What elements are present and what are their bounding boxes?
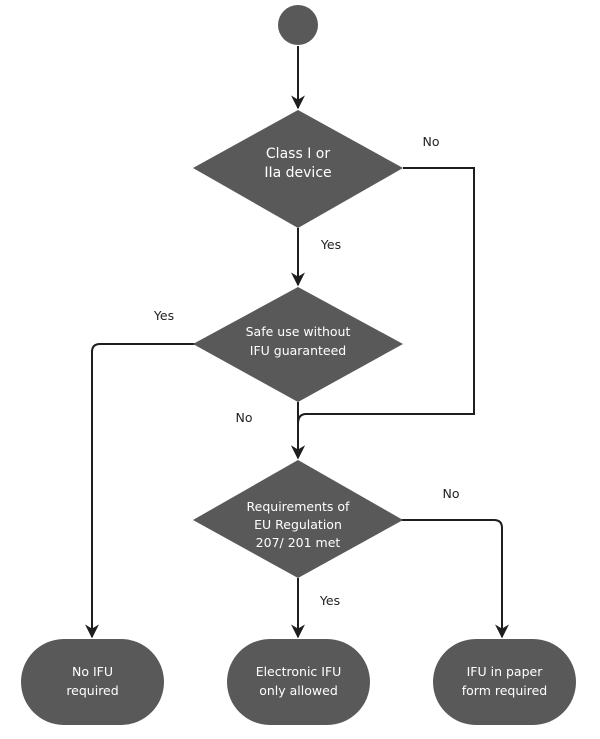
label-req-yes: Yes (319, 593, 340, 608)
decision-requirements-line-1: Requirements of (247, 499, 351, 514)
decision-safe-use-shape (193, 287, 403, 402)
label-class-yes: Yes (320, 237, 341, 252)
decision-class-device-line-1: Class I or (266, 146, 330, 162)
terminal-electronic-ifu-shape (227, 639, 370, 725)
terminal-paper-ifu-line-2: form required (462, 683, 548, 698)
label-safe-no: No (236, 410, 253, 425)
decision-safe-use: Safe use without IFU guaranteed (193, 287, 403, 402)
edge-req-no (400, 519, 509, 639)
terminal-paper-ifu: IFU in paper form required (433, 639, 576, 725)
terminal-electronic-ifu-line-2: only allowed (259, 683, 338, 698)
terminal-paper-ifu-line-1: IFU in paper (467, 664, 544, 679)
terminal-electronic-ifu: Electronic IFU only allowed (227, 639, 370, 725)
edge-safe-yes (85, 343, 196, 639)
decision-requirements-line-3: 207/ 201 met (256, 535, 341, 550)
terminal-paper-ifu-shape (433, 639, 576, 725)
label-class-no: No (423, 134, 440, 149)
decision-requirements-shape (193, 460, 403, 578)
decision-class-device-shape (193, 110, 403, 228)
terminal-no-ifu: No IFU required (21, 639, 164, 725)
terminal-no-ifu-shape (21, 639, 164, 725)
decision-class-device: Class I or IIa device (193, 110, 403, 228)
start-node (278, 5, 318, 45)
decision-safe-use-line-2: IFU guaranteed (250, 343, 346, 358)
terminal-no-ifu-line-1: No IFU (72, 664, 113, 679)
label-req-no: No (443, 486, 460, 501)
decision-safe-use-line-1: Safe use without (246, 324, 351, 339)
decision-requirements-line-2: EU Regulation (254, 517, 342, 532)
terminal-no-ifu-line-2: required (66, 683, 118, 698)
decision-requirements: Requirements of EU Regulation 207/ 201 m… (193, 460, 403, 578)
terminal-electronic-ifu-line-1: Electronic IFU (256, 664, 342, 679)
decision-class-device-line-2: IIa device (264, 165, 331, 181)
label-safe-yes: Yes (153, 308, 174, 323)
